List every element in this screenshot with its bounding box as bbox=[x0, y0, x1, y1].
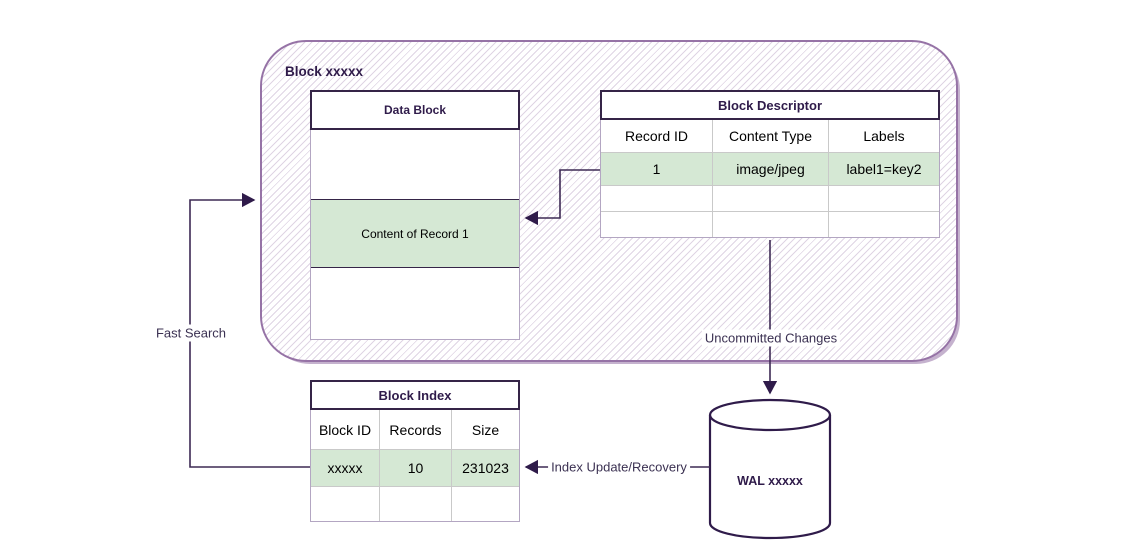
descriptor-col-content-type: Content Type bbox=[713, 120, 829, 153]
data-block-title: Data Block bbox=[310, 90, 520, 130]
wal-cylinder[interactable]: WAL xxxxx bbox=[708, 398, 832, 540]
index-empty-cell bbox=[380, 487, 452, 521]
descriptor-empty-cell bbox=[713, 212, 829, 237]
descriptor-empty-cell bbox=[601, 212, 713, 237]
descriptor-empty-cell bbox=[829, 186, 939, 212]
descriptor-col-record-id: Record ID bbox=[601, 120, 713, 153]
descriptor-empty-cell bbox=[713, 186, 829, 212]
index-cell-records: 10 bbox=[380, 450, 452, 487]
cylinder-shape bbox=[708, 398, 832, 540]
block-descriptor-table[interactable]: Block Descriptor Record ID Content Type … bbox=[600, 90, 940, 238]
block-container-title: Block xxxxx bbox=[285, 64, 364, 79]
block-index-table[interactable]: Block Index Block ID Records Size xxxxx … bbox=[310, 380, 520, 522]
index-col-size: Size bbox=[452, 410, 519, 450]
data-block-table[interactable]: Data Block Content of Record 1 bbox=[310, 90, 520, 340]
descriptor-col-labels: Labels bbox=[829, 120, 939, 153]
index-empty-cell bbox=[311, 487, 380, 521]
descriptor-empty-cell bbox=[601, 186, 713, 212]
data-block-row-empty-1 bbox=[311, 130, 519, 200]
index-empty-cell bbox=[452, 487, 519, 521]
descriptor-empty-cell bbox=[829, 212, 939, 237]
block-descriptor-title: Block Descriptor bbox=[600, 90, 940, 120]
wal-label: WAL xxxxx bbox=[737, 474, 803, 488]
index-cell-block-id: xxxxx bbox=[311, 450, 380, 487]
data-block-row-record-1: Content of Record 1 bbox=[311, 200, 519, 268]
index-update-recovery-label: Index Update/Recovery bbox=[548, 458, 690, 476]
index-col-records: Records bbox=[380, 410, 452, 450]
fast-search-label: Fast Search bbox=[152, 324, 230, 342]
index-col-block-id: Block ID bbox=[311, 410, 380, 450]
uncommitted-changes-label: Uncommitted Changes bbox=[701, 329, 841, 347]
block-index-title: Block Index bbox=[310, 380, 520, 410]
descriptor-cell-content-type: image/jpeg bbox=[713, 153, 829, 186]
index-cell-size: 231023 bbox=[452, 450, 519, 487]
descriptor-cell-labels: label1=key2 bbox=[829, 153, 939, 186]
data-block-row-empty-2 bbox=[311, 268, 519, 339]
descriptor-cell-record-id: 1 bbox=[601, 153, 713, 186]
